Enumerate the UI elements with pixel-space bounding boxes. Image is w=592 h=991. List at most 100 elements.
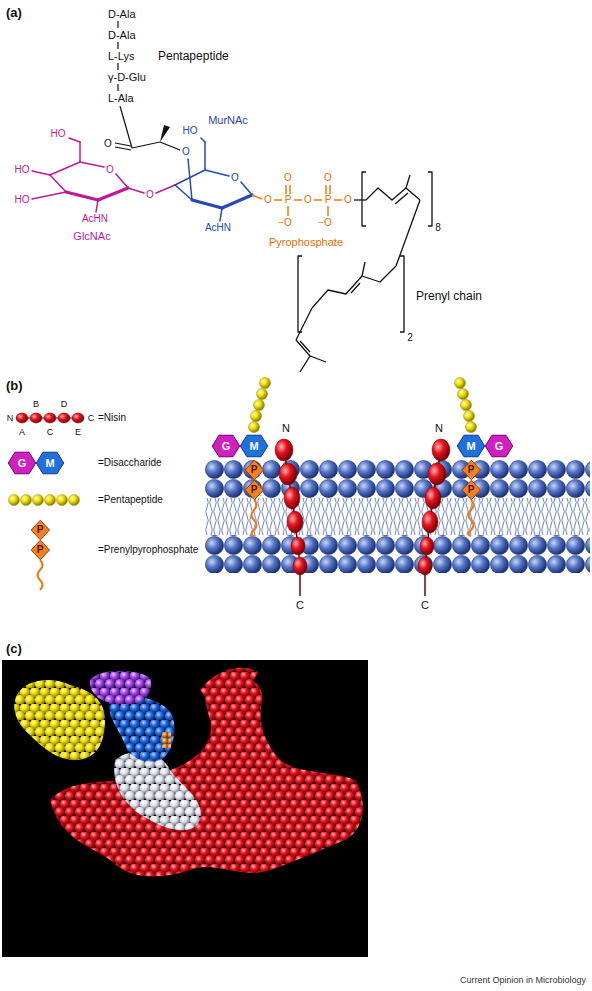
prenyl-chain <box>354 199 366 200</box>
atom-label: P <box>325 195 332 205</box>
prenyl-chain <box>351 283 360 293</box>
prenyl-chain <box>296 172 432 372</box>
phosphate-diamond-fill <box>462 460 480 480</box>
pyrophosphate-bonds <box>252 195 262 199</box>
legend-pentapeptide-icon <box>9 495 80 506</box>
pentapeptide-chain <box>251 411 262 422</box>
peptide-bonds <box>120 106 132 148</box>
pyrophosphate-bonds <box>252 185 342 216</box>
glcnac-ring <box>66 192 98 200</box>
prenyl-chain <box>298 256 302 332</box>
sugar-label: GlcNAc <box>73 231 110 242</box>
atom-label: AcHN <box>205 223 231 233</box>
space-filling-model <box>90 671 151 705</box>
node-text: P <box>251 465 258 475</box>
glcnac-ring <box>79 142 81 162</box>
nisin-molecule <box>291 537 305 555</box>
prenyl-chain <box>396 200 420 266</box>
terminus-label: C <box>296 600 304 611</box>
legend-prenyl-tail <box>38 560 43 590</box>
amino-acid: L-Lys <box>108 51 135 62</box>
atom-label: HO <box>15 165 30 175</box>
glcnac-ring <box>156 185 175 193</box>
ring-letter: B <box>33 400 39 409</box>
prenyl-chain <box>400 256 404 332</box>
amino-acid: γ-D-Glu <box>108 72 146 83</box>
nisin-molecule <box>425 487 441 509</box>
ring-letter: A <box>19 428 25 437</box>
nisin-molecule <box>275 439 293 461</box>
pyrophosphate-bonds <box>285 185 287 194</box>
nisin-molecule <box>279 463 297 485</box>
glcnac-ring <box>50 175 66 192</box>
sugar-label: MurNAc <box>208 115 248 126</box>
node-text: G <box>222 441 231 452</box>
panel-label: (a) <box>6 6 22 19</box>
amino-acid: D-Ala <box>108 9 136 20</box>
pyrophosphate-bonds <box>287 206 289 216</box>
pyrophosphate-bonds <box>329 185 331 194</box>
atom-label: HO <box>15 195 30 205</box>
pyrophosphate-bonds <box>294 199 302 201</box>
space-filling-model <box>114 751 201 830</box>
phosphate-diamond-fill <box>462 480 480 500</box>
prenyl-tail <box>252 500 474 536</box>
phosphate-diamond-fill <box>245 460 263 480</box>
pentapeptide-chain <box>455 378 466 389</box>
pyrophosphate-bonds <box>314 199 322 201</box>
legend-nisin-icon <box>16 413 28 423</box>
murnac-hexagon: M <box>240 435 268 457</box>
pentapeptide-chain <box>466 422 477 433</box>
prenyl-chain <box>312 266 396 308</box>
prenyl-tail <box>469 500 474 536</box>
group-label: Prenyl chain <box>416 290 482 302</box>
glcnac-hexagon: G <box>485 435 513 457</box>
atom-label: O <box>104 139 112 149</box>
node-text: P <box>37 525 44 535</box>
prenyl-chain <box>366 188 420 200</box>
legend-nisin-icon <box>30 413 42 423</box>
glcnac-ring <box>96 200 98 212</box>
pentapeptide-chain <box>249 422 260 433</box>
panel-label: (c) <box>6 642 22 655</box>
glcnac-ring <box>128 188 144 193</box>
space-filling-model <box>14 668 363 877</box>
phosphate-diamond: P <box>245 480 264 500</box>
legend-pentapeptide-icon <box>9 495 20 506</box>
peptide-bonds <box>132 142 160 148</box>
node-text: M <box>466 441 475 452</box>
glcnac-ring <box>98 188 128 200</box>
prenyl-chain <box>395 193 408 204</box>
prenyl-chain <box>362 172 366 226</box>
peptide-bonds <box>117 63 118 70</box>
peptide-bonds <box>117 21 118 28</box>
atom-label: O <box>106 165 114 175</box>
legend-pentapeptide-icon <box>69 495 80 506</box>
lipid-bilayer <box>205 460 590 498</box>
amino-acid: L-Ala <box>108 93 134 104</box>
prenyl-chain <box>406 175 410 188</box>
murnac-hexagon: M <box>36 452 64 474</box>
nisin-molecule <box>287 511 303 533</box>
node-text: P <box>37 545 44 555</box>
group-label: Pyrophosphate <box>269 237 343 248</box>
terminus-label: C <box>88 414 95 423</box>
pyrophosphate-bonds <box>327 206 329 216</box>
legend-text: =Nisin <box>98 413 126 423</box>
pentapeptide-chain <box>260 378 271 389</box>
murnac-hexagon-fill <box>36 452 63 474</box>
legend-nisin-icon <box>16 413 84 423</box>
glcnac-ring <box>50 162 80 175</box>
murnac-ring <box>204 142 206 170</box>
phosphate-diamond: P <box>462 480 481 500</box>
lipid-bilayer <box>205 498 590 535</box>
legend-pentapeptide-icon <box>33 495 44 506</box>
murnac-hexagon-fill <box>457 435 484 457</box>
terminus-label: N <box>435 423 443 434</box>
prenyl-tail <box>252 500 257 536</box>
pentapeptide-chain <box>257 389 268 400</box>
atom-label: O <box>182 147 190 157</box>
legend-text: =Disaccharide <box>98 458 162 468</box>
phosphate-diamond: P <box>31 540 50 560</box>
